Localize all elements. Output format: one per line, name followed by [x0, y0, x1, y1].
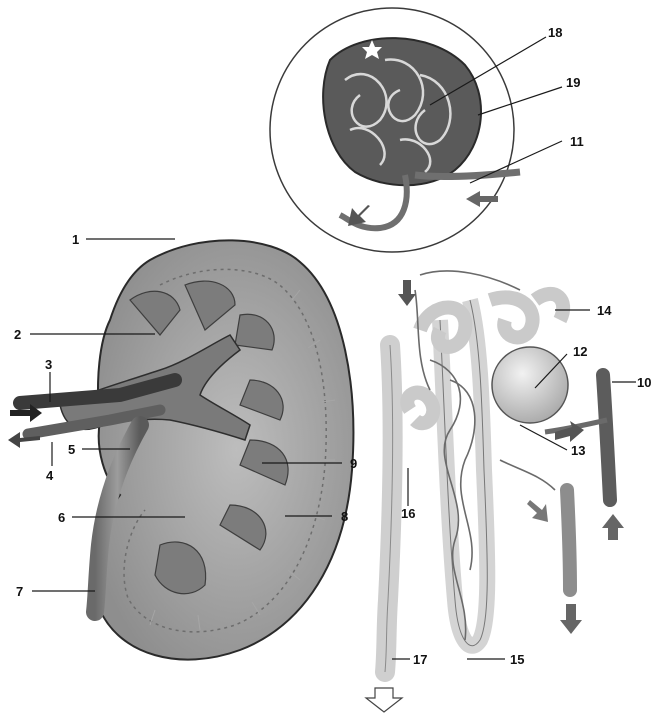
- outflow-vessel: [567, 490, 570, 590]
- label-5: 5: [68, 442, 75, 457]
- flow-arrow-icon: [398, 280, 416, 306]
- flow-arrow-icon: [560, 604, 582, 634]
- label-13: 13: [571, 443, 585, 458]
- bowman-capsule: [323, 38, 481, 185]
- label-11: 11: [570, 134, 584, 149]
- label-19: 19: [566, 75, 580, 90]
- flow-arrow-icon: [527, 500, 548, 522]
- label-4: 4: [46, 468, 54, 483]
- renal-corpuscle: [492, 347, 568, 423]
- label-12: 12: [573, 344, 587, 359]
- label-18: 18: [548, 25, 562, 40]
- flow-arrow-icon: [602, 514, 624, 540]
- urine-flow-arrow-icon: [366, 688, 402, 712]
- label-16: 16: [401, 506, 415, 521]
- label-2: 2: [14, 327, 21, 342]
- label-14: 14: [597, 303, 612, 318]
- label-7: 7: [16, 584, 23, 599]
- label-15: 15: [510, 652, 524, 667]
- label-8: 8: [341, 509, 348, 524]
- label-10: 10: [637, 375, 651, 390]
- interlobular-vessel: [603, 375, 610, 500]
- label-17: 17: [413, 652, 427, 667]
- label-6: 6: [58, 510, 65, 525]
- label-3: 3: [45, 357, 52, 372]
- label-1: 1: [72, 232, 79, 247]
- kidney-section: [8, 240, 353, 659]
- glomerulus-inset: [270, 8, 520, 252]
- label-9: 9: [350, 456, 357, 471]
- nephron-detail: [366, 271, 624, 712]
